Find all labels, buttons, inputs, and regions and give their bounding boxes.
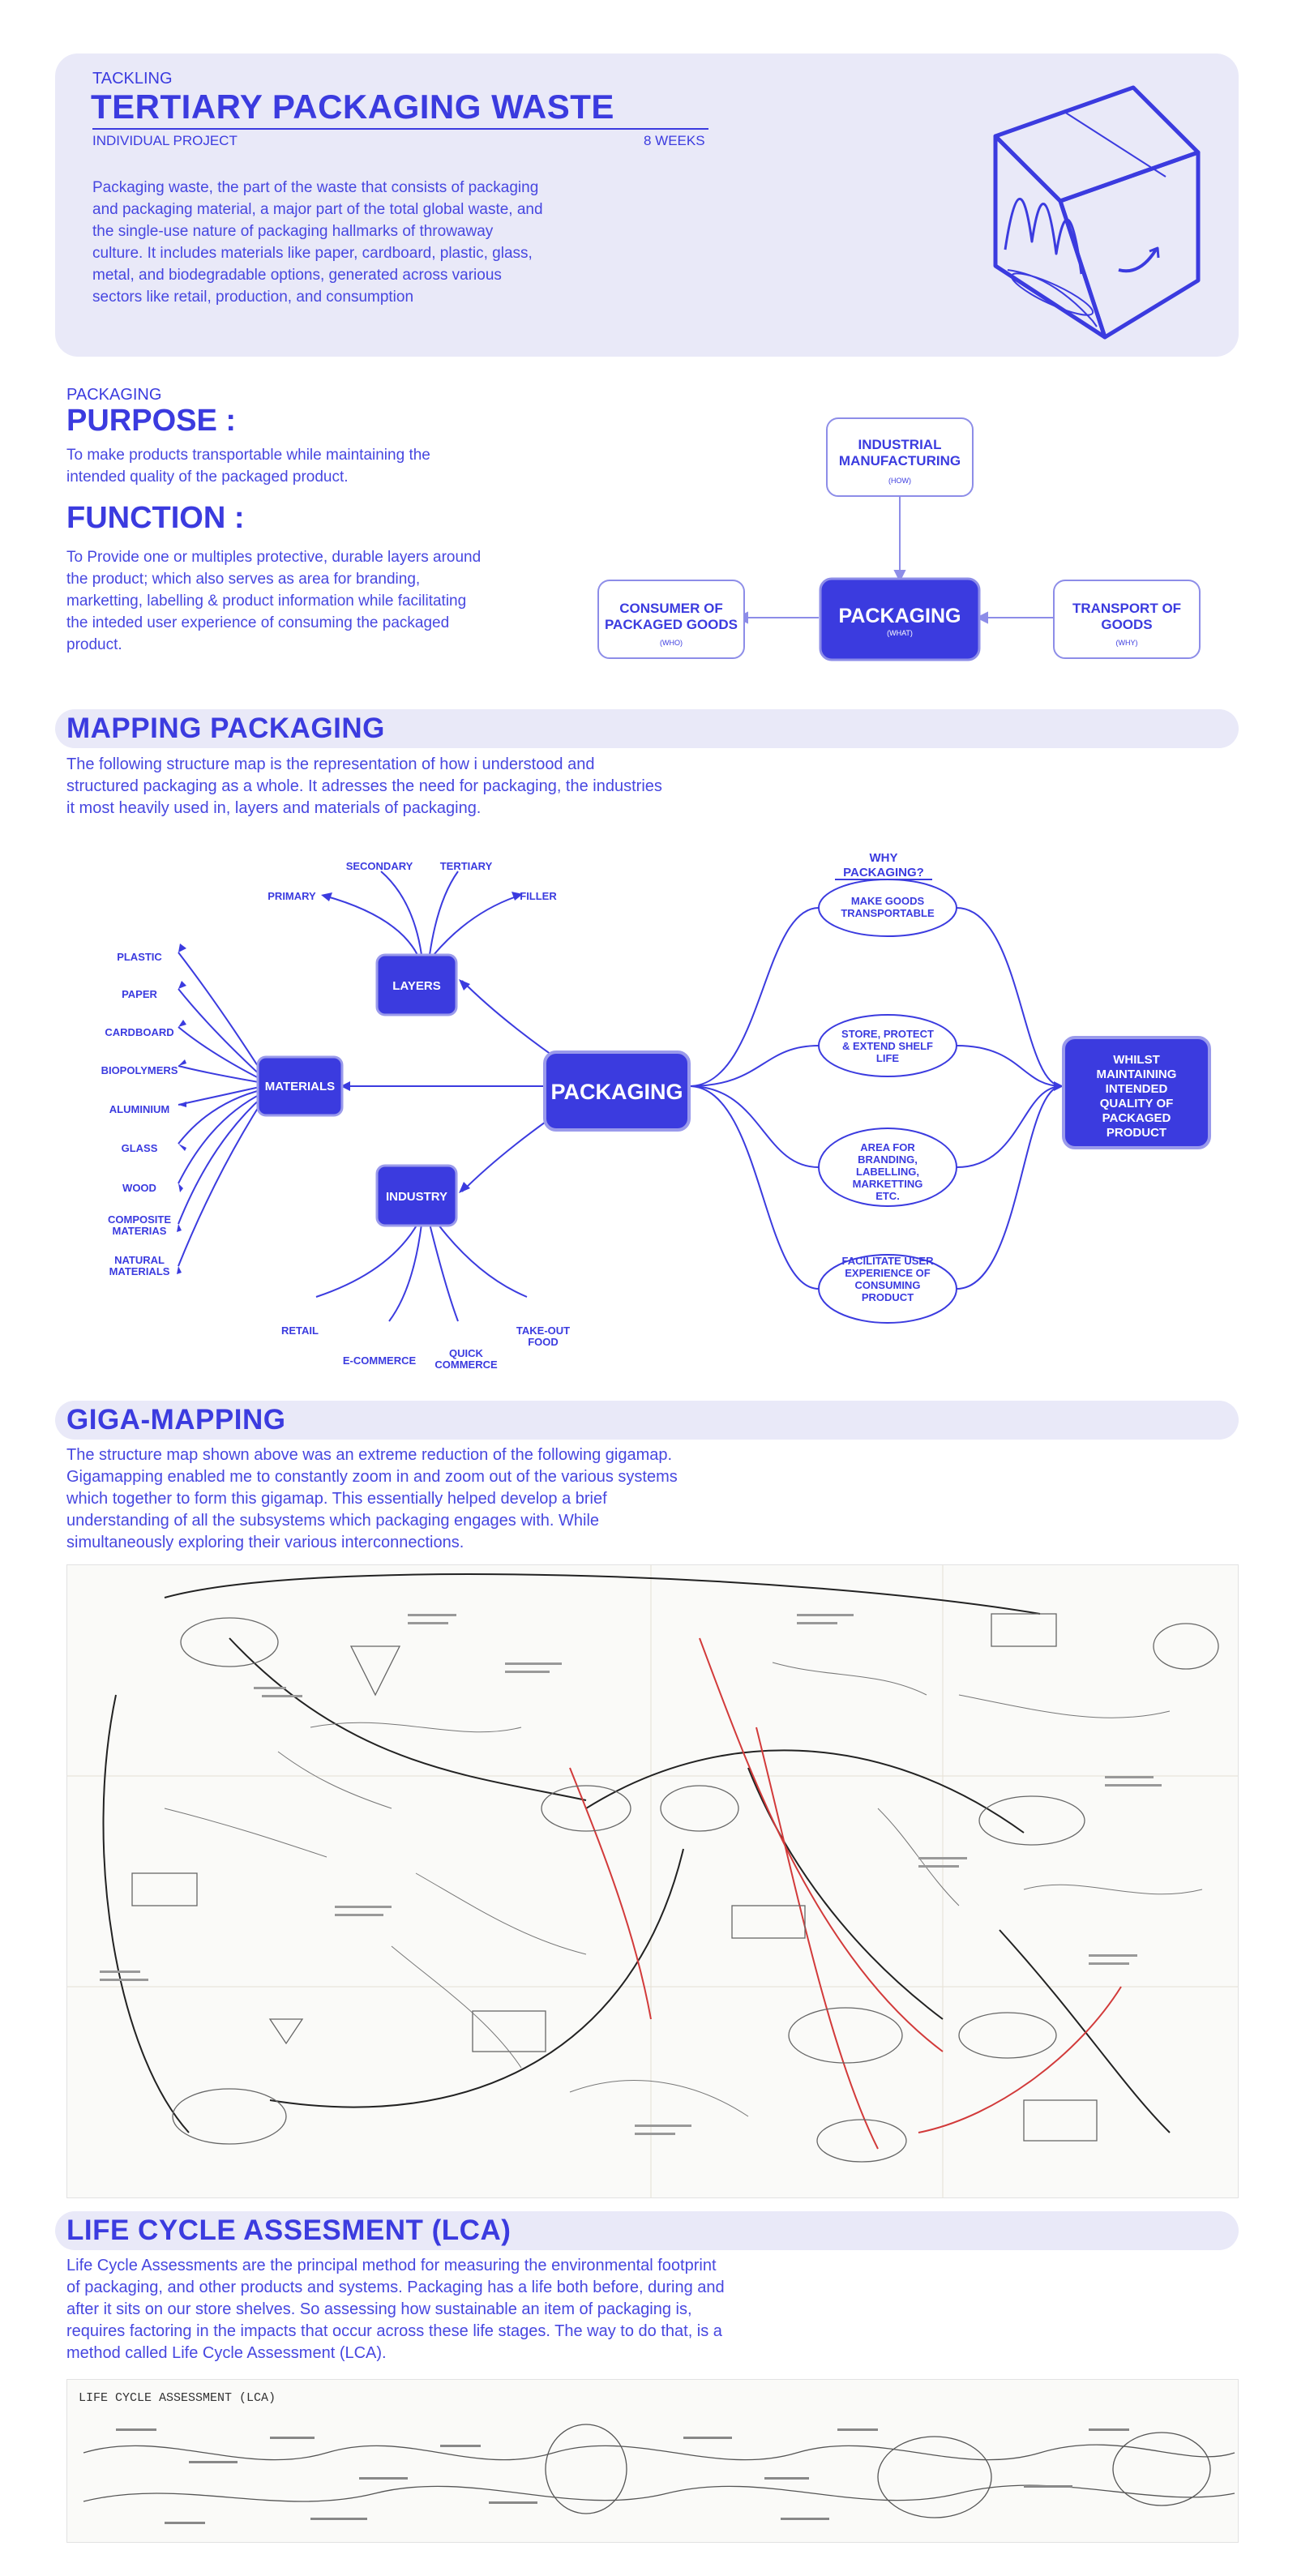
hub-top-sub: (HOW) [888,477,911,485]
hero-panel: TACKLING TERTIARY PACKAGING WASTE INDIVI… [55,53,1239,357]
material-item: PLASTIC [117,951,162,963]
lca-text: Life Cycle Assessments are the principal… [66,2257,725,2362]
mindmap-industry: INDUSTRY [386,1190,447,1204]
lca-section-bar: LIFE CYCLE ASSESMENT (LCA) [55,2211,1239,2250]
mapping-title: MAPPING PACKAGING [66,712,385,744]
purpose-title: PURPOSE : [66,404,237,438]
layer-item: SECONDARY [346,860,413,872]
mindmap-layers: LAYERS [392,979,440,993]
giga-text: The structure map shown above was an ext… [66,1446,678,1551]
mapping-section-bar: MAPPING PACKAGING [55,709,1239,748]
function-text: To Provide one or multiples protective, … [66,549,482,653]
mindmap-materials: MATERIALS [265,1080,335,1093]
structure-mindmap: LAYERS MATERIALS INDUSTRY PACKAGING PRIM… [101,851,1211,1371]
layer-item: PRIMARY [268,890,316,902]
hero-meta-left: INDIVIDUAL PROJECT [92,133,238,148]
layer-item: TERTIARY [440,860,493,872]
gigamap-drawing [67,1565,1238,2197]
gigamap-sketch [66,1564,1239,2198]
hero-title: TERTIARY PACKAGING WASTE [91,88,614,126]
industry-item: RETAIL [281,1324,319,1337]
giga-section-bar: GIGA-MAPPING [55,1401,1239,1440]
function-title: FUNCTION : [66,501,245,535]
material-item: PAPER [122,988,157,1000]
box-open-face [993,134,1107,340]
mapping-text: The following structure map is the repre… [66,755,662,817]
hero-divider [92,128,708,130]
material-item: ALUMINIUM [109,1103,169,1115]
hero-description: Packaging waste, the part of the waste t… [92,179,543,306]
material-item: CARDBOARD [105,1026,173,1038]
hub-center-title: PACKAGING [839,605,961,627]
lca-title: LIFE CYCLE ASSESMENT (LCA) [66,2214,512,2246]
material-item: WOOD [122,1182,156,1194]
layer-item: FILLER [520,890,557,902]
purpose-eyebrow: PACKAGING [66,386,162,404]
hero-meta-right: 8 WEEKS [644,133,705,148]
lca-drawing [83,2424,1235,2524]
hero-eyebrow: TACKLING [92,70,173,88]
lca-sketch: LIFE CYCLE ASSESSMENT (LCA) [66,2379,1239,2543]
box-illustration [993,85,1201,340]
material-item: GLASS [122,1142,158,1154]
mindmap-center: PACKAGING [550,1080,683,1104]
hub-right-sub: (WHY) [1116,639,1138,647]
hub-left-sub: (WHO) [660,639,683,647]
giga-title: GIGA-MAPPING [66,1404,286,1436]
purpose-text: To make products transportable while mai… [66,447,430,486]
lca-sketch-title: LIFE CYCLE ASSESSMENT (LCA) [79,2391,276,2405]
hub-center-sub: (WHAT) [887,629,913,637]
industry-item: E-COMMERCE [343,1354,417,1367]
box-top-face [993,85,1201,203]
material-item: BIOPOLYMERS [101,1064,178,1076]
